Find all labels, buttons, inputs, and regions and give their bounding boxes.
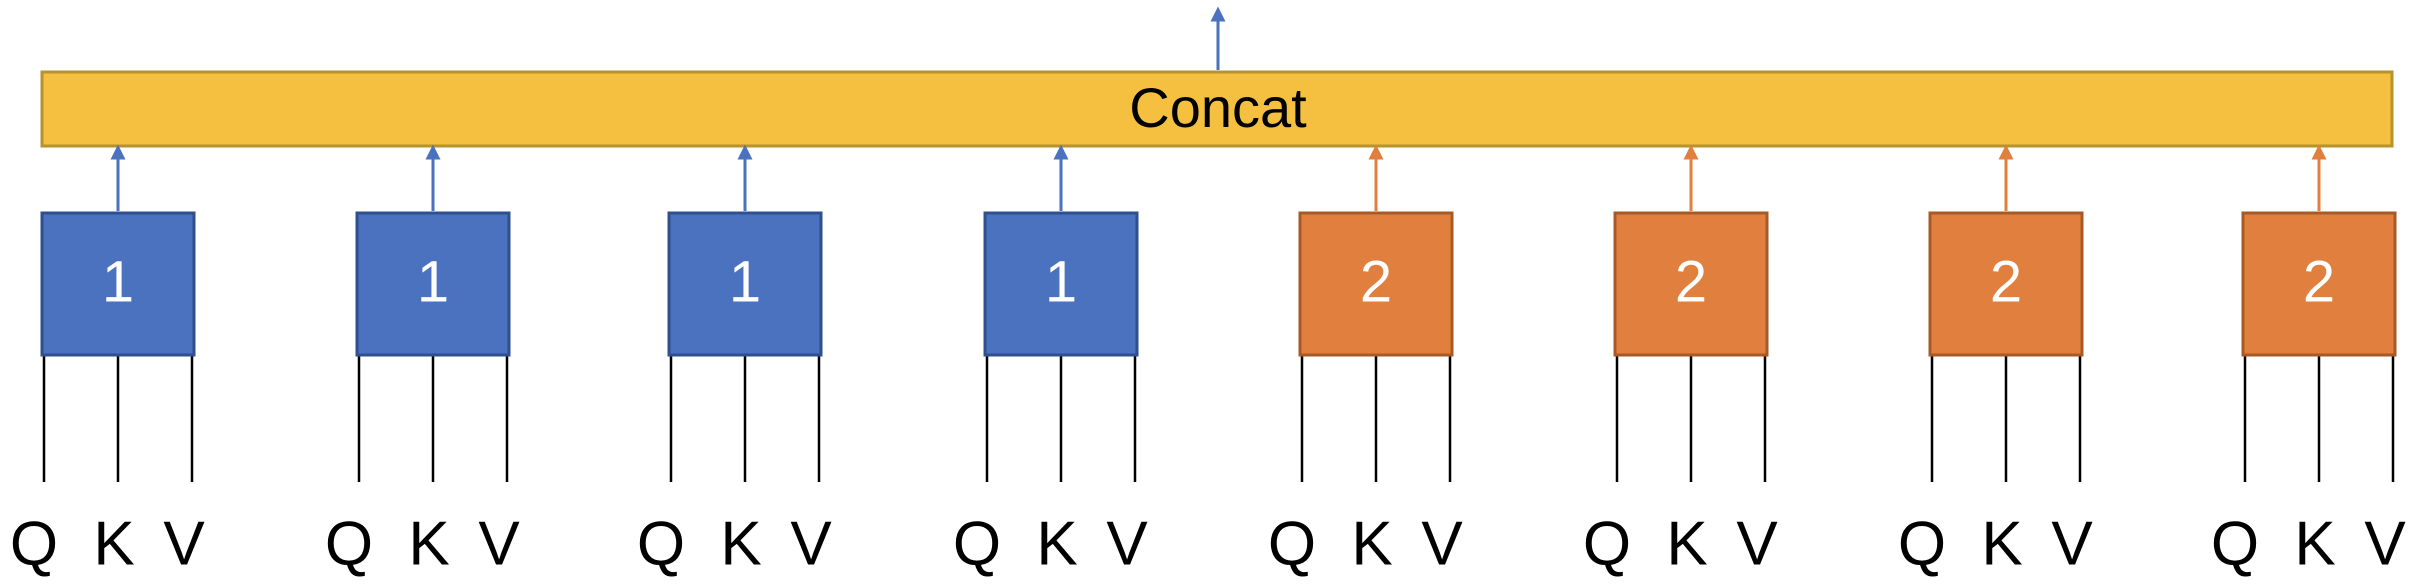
input-label-q: Q: [325, 509, 373, 578]
input-label-k: K: [1351, 509, 1392, 578]
head-number: 1: [102, 249, 134, 314]
head-number: 2: [1675, 249, 1707, 314]
input-label-v: V: [1421, 509, 1463, 578]
input-label-v: V: [163, 509, 205, 578]
input-label-q: Q: [2211, 509, 2259, 578]
head-number: 2: [1990, 249, 2022, 314]
input-label-v: V: [478, 509, 520, 578]
head-box: [667, 211, 823, 357]
input-label-v: V: [2051, 509, 2093, 578]
concat-block: Concat: [40, 70, 2394, 148]
head-box: [1928, 211, 2084, 357]
input-label-q: Q: [10, 509, 58, 578]
head-box: [1613, 211, 1769, 357]
input-label-v: V: [2364, 509, 2406, 578]
head-number: 2: [1360, 249, 1392, 314]
concat-bar: [40, 70, 2394, 148]
input-label-k: K: [93, 509, 134, 578]
input-label-v: V: [1106, 509, 1148, 578]
head-box: [983, 211, 1139, 357]
head-box: [1298, 211, 1454, 357]
head-box: [40, 211, 196, 357]
head-number: 2: [2303, 249, 2335, 314]
head-number: 1: [1045, 249, 1077, 314]
head-box: [355, 211, 511, 357]
input-label-k: K: [1036, 509, 1077, 578]
input-label-q: Q: [1268, 509, 1316, 578]
head-box: [2241, 211, 2397, 357]
input-label-k: K: [720, 509, 761, 578]
input-label-q: Q: [1898, 509, 1946, 578]
input-label-q: Q: [637, 509, 685, 578]
input-label-v: V: [790, 509, 832, 578]
head-number: 1: [417, 249, 449, 314]
input-label-k: K: [408, 509, 449, 578]
input-label-k: K: [1981, 509, 2022, 578]
head-number: 1: [729, 249, 761, 314]
input-label-q: Q: [953, 509, 1001, 578]
input-label-q: Q: [1583, 509, 1631, 578]
input-label-k: K: [1666, 509, 1707, 578]
input-label-v: V: [1736, 509, 1778, 578]
concat-label: Concat: [1129, 76, 1307, 139]
input-label-k: K: [2294, 509, 2335, 578]
